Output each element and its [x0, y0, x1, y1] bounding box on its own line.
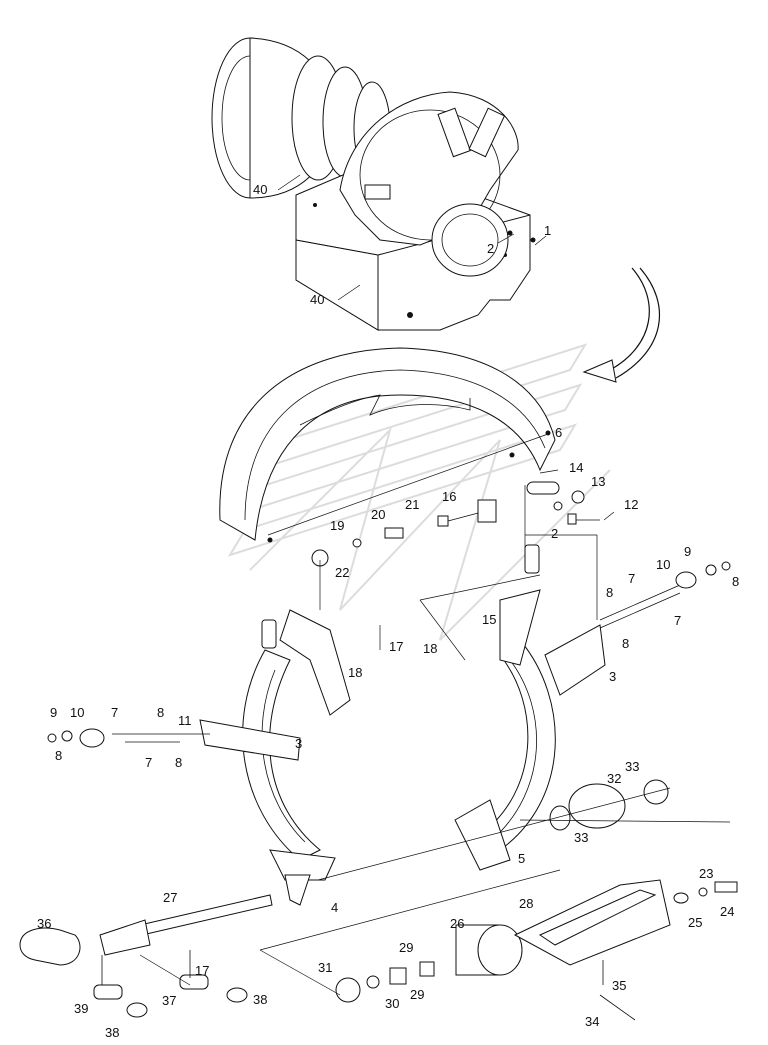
callout-label: 17	[195, 963, 209, 978]
callout-label: 26	[450, 916, 464, 931]
hardware-parts	[19, 481, 738, 1021]
callout-label: 8	[732, 574, 739, 589]
callout-label: 16	[442, 489, 456, 504]
callout-label: 13	[591, 474, 605, 489]
callout-label: 9	[684, 544, 691, 559]
drum-assembly	[211, 37, 536, 331]
callout-label: 30	[385, 996, 399, 1011]
callout-label: 25	[688, 915, 702, 930]
callout-label: 21	[405, 497, 419, 512]
callout-label: 9	[50, 705, 57, 720]
callout-label: 6	[555, 425, 562, 440]
callout-label: 20	[371, 507, 385, 522]
callout-label: 36	[37, 916, 51, 931]
callout-label: 17	[389, 639, 403, 654]
brake-cover	[219, 347, 556, 543]
callout-label: 35	[612, 978, 626, 993]
callout-label: 23	[699, 866, 713, 881]
callout-label: 19	[330, 518, 344, 533]
leader-lines	[139, 174, 731, 996]
callout-label: 40	[253, 182, 267, 197]
direction-arrow	[582, 267, 661, 383]
callout-label: 33	[574, 830, 588, 845]
callout-label: 37	[162, 993, 176, 1008]
callout-label: 8	[606, 585, 613, 600]
callout-label: 38	[105, 1025, 119, 1040]
callout-label: 10	[656, 557, 670, 572]
callout-label: 39	[74, 1001, 88, 1016]
callout-label: 40	[310, 292, 324, 307]
callout-label: 27	[163, 890, 177, 905]
callout-label: 29	[399, 940, 413, 955]
callout-label: 5	[518, 851, 525, 866]
callout-label: 15	[482, 612, 496, 627]
callout-label: 28	[519, 896, 533, 911]
callout-label: 7	[145, 755, 152, 770]
callout-label: 7	[628, 571, 635, 586]
callout-label: 8	[55, 748, 62, 763]
callout-label: 11	[178, 713, 192, 728]
callout-label: 34	[585, 1014, 599, 1029]
callout-label: 8	[157, 705, 164, 720]
callout-label: 33	[625, 759, 639, 774]
callout-label: 32	[607, 771, 621, 786]
callout-label: 7	[111, 705, 118, 720]
callout-label: 8	[175, 755, 182, 770]
callout-label: 8	[622, 636, 629, 651]
callout-label: 1	[544, 223, 551, 238]
brake-band	[199, 544, 606, 906]
callout-label: 7	[674, 613, 681, 628]
callout-label: 38	[253, 992, 267, 1007]
callout-label: 22	[335, 565, 349, 580]
callout-label: 2	[487, 241, 494, 256]
callout-label: 3	[609, 669, 616, 684]
callout-label: 18	[423, 641, 437, 656]
callout-label: 14	[569, 460, 583, 475]
callout-label: 2	[551, 526, 558, 541]
callout-label: 4	[331, 900, 338, 915]
callout-labels: 1 2 40 40 6 14 13 12 2 21 16 20 19 22 10…	[37, 182, 739, 1040]
callout-label: 10	[70, 705, 84, 720]
callout-label: 29	[410, 987, 424, 1002]
callout-label: 24	[720, 904, 734, 919]
callout-label: 12	[624, 497, 638, 512]
callout-label: 31	[318, 960, 332, 975]
callout-label: 18	[348, 665, 362, 680]
callout-label: 3	[295, 736, 302, 751]
